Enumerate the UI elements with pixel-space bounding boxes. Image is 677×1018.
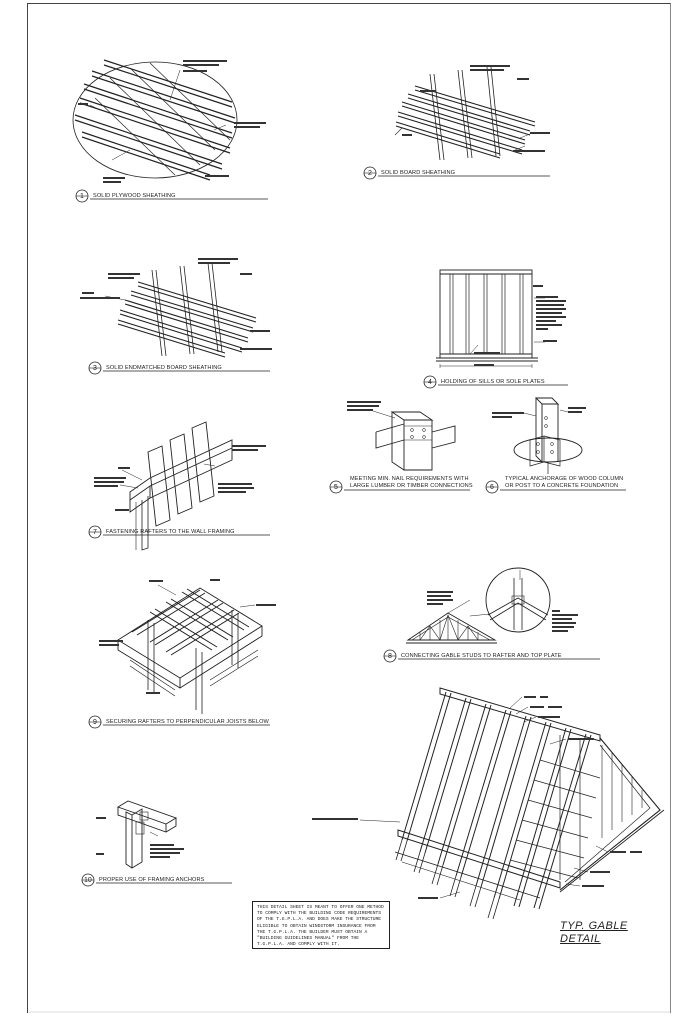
detail-9-caption: 9 SECURING RAFTERS TO PERPENDICULAR JOIS… [88, 715, 270, 729]
code-compliance-note: THIS DETAIL SHEET IS MEANT TO OFFER ONE … [252, 901, 390, 949]
detail-1-caption-text: SOLID PLYWOOD SHEATHING [93, 193, 176, 199]
detail-8-labels [427, 591, 578, 632]
detail-9-labels [99, 579, 276, 694]
detail-6-caption-line2: OR POST TO A CONCRETE FOUNDATION [505, 483, 618, 489]
detail-4-caption: 4 HOLDING OF SILLS OR SOLE PLATES [423, 375, 568, 389]
detail-3-caption: 3 SOLID ENDMATCHED BOARD SHEATHING [88, 361, 270, 375]
detail-9-rafters-joists-drawing [117, 584, 263, 714]
svg-text:10: 10 [84, 877, 92, 884]
detail-6-labels [492, 407, 586, 418]
detail-9-caption-text: SECURING RAFTERS TO PERPENDICULAR JOISTS… [106, 719, 270, 725]
detail-3-caption-text: SOLID ENDMATCHED BOARD SHEATHING [106, 365, 222, 371]
svg-text:1: 1 [80, 193, 84, 200]
detail-2-caption-text: SOLID BOARD SHEATHING [381, 170, 455, 176]
detail-2-board-sheathing-drawing [394, 66, 536, 161]
detail-3-endmatched-sheathing-drawing [104, 262, 257, 358]
detail-8-caption-text: CONNECTING GABLE STUDS TO RAFTER AND TOP… [401, 653, 562, 659]
svg-text:2: 2 [368, 170, 372, 177]
detail-6-caption: 6 TYPICAL ANCHORAGE OF WOOD COLUMN OR PO… [485, 476, 626, 494]
detail-7-labels [94, 445, 266, 511]
detail-2-caption: 2 SOLID BOARD SHEATHING [363, 166, 550, 180]
detail-7-rafter-wall-drawing [119, 421, 233, 551]
svg-text:4: 4 [428, 379, 432, 386]
svg-text:7: 7 [93, 529, 97, 536]
detail-10-labels [96, 817, 184, 858]
detail-8-caption: 8 CONNECTING GABLE STUDS TO RAFTER AND T… [383, 649, 600, 663]
svg-text:3: 3 [93, 365, 97, 372]
detail-5-labels [347, 401, 381, 411]
detail-5-caption-line1: MEETING MIN. NAIL REQUIREMENTS WITH [350, 476, 469, 482]
detail-4-caption-text: HOLDING OF SILLS OR SOLE PLATES [441, 379, 545, 385]
detail-7-caption-text: FASTENING RAFTERS TO THE WALL FRAMING [106, 529, 235, 535]
detail-5-timber-connection-drawing [369, 409, 456, 471]
detail-2-labels [402, 65, 550, 152]
svg-text:8: 8 [388, 653, 392, 660]
detail-8-gable-studs-drawing [406, 567, 551, 644]
detail-10-caption: 10 PROPER USE OF FRAMING ANCHORS [81, 873, 232, 887]
svg-text:6: 6 [490, 484, 494, 491]
detail-4-labels [474, 285, 566, 366]
detail-6-caption-line1: TYPICAL ANCHORAGE OF WOOD COLUMN [505, 476, 623, 482]
gable-detail-title: TYP. GABLE DETAIL [560, 920, 628, 946]
gable-detail-drawing [359, 687, 665, 920]
detail-1-labels [78, 60, 266, 183]
detail-1-caption: 1 SOLID PLYWOOD SHEATHING [75, 189, 268, 203]
detail-7-caption: 7 FASTENING RAFTERS TO THE WALL FRAMING [88, 525, 270, 539]
detail-5-caption: 5 MEETING MIN. NAIL REQUIREMENTS WITH LA… [329, 476, 473, 494]
detail-10-framing-anchors-drawing [116, 800, 178, 869]
gable-detail-labels [312, 696, 642, 899]
detail-5-caption-line2: LARGE LUMBER OR TIMBER CONNECTIONS [350, 483, 473, 489]
detail-10-caption-text: PROPER USE OF FRAMING ANCHORS [99, 877, 205, 883]
detail-3-labels [80, 258, 272, 350]
detail-6-column-anchorage-drawing [513, 397, 583, 474]
gable-title-line2: DETAIL [560, 933, 601, 945]
gable-title-line1: TYP. GABLE [560, 920, 628, 932]
detail-1-plywood-sheathing-drawing [72, 59, 238, 181]
svg-text:9: 9 [93, 719, 97, 726]
sheet-border [27, 3, 671, 1013]
svg-text:5: 5 [334, 484, 338, 491]
